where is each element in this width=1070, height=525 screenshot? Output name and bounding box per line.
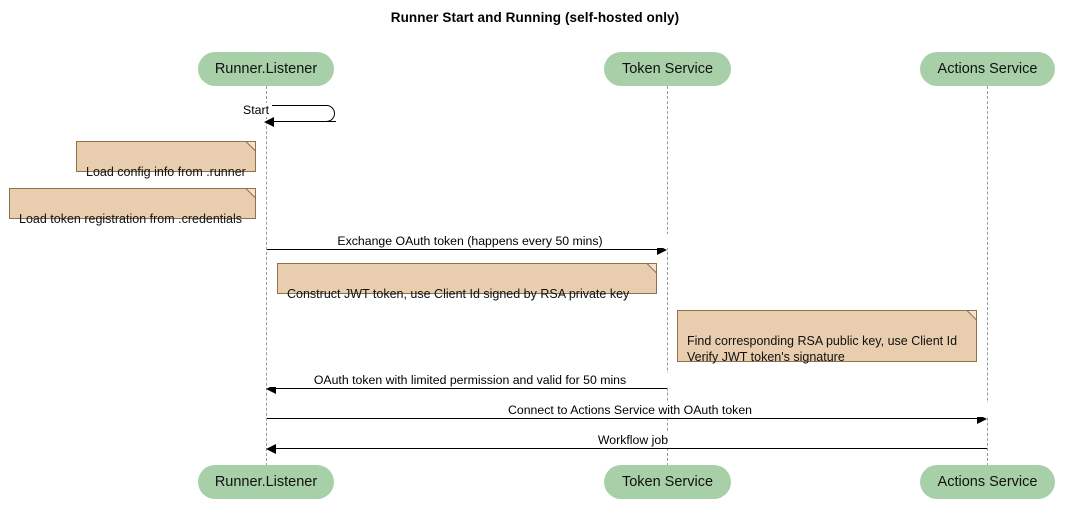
message-exchange-oauth-token-arrowhead: [657, 245, 667, 255]
message-workflow-job-arrowhead: [266, 444, 276, 454]
message-workflow-job-line: [276, 448, 987, 449]
participant-token-bottom[interactable]: Token Service: [604, 465, 731, 499]
message-connect-actions-service-arrowhead: [977, 414, 987, 424]
self-message-start-arrowhead: [264, 117, 274, 127]
participant-actions-bottom[interactable]: Actions Service: [920, 465, 1055, 499]
note-fold-diagonal-edge: [245, 141, 256, 152]
message-exchange-oauth-token-line: [267, 249, 657, 250]
message-connect-actions-service-label: Connect to Actions Service with OAuth to…: [267, 403, 993, 417]
note-load-token-registration: Load token registration from .credential…: [9, 188, 256, 226]
self-message-start-return-line: [272, 121, 336, 122]
message-workflow-job-label: Workflow job: [530, 433, 736, 447]
note-load-config-text: Load config info from .runner: [86, 165, 246, 179]
note-verify-jwt-text: Find corresponding RSA public key, use C…: [687, 334, 958, 364]
self-message-start-label: Start: [222, 103, 272, 117]
note-load-token-registration-text: Load token registration from .credential…: [19, 212, 243, 226]
participant-token-top[interactable]: Token Service: [604, 52, 731, 86]
participant-actions-top[interactable]: Actions Service: [920, 52, 1055, 86]
page-title: Runner Start and Running (self-hosted on…: [390, 10, 680, 25]
participant-runner-bottom[interactable]: Runner.Listener: [198, 465, 334, 499]
participant-runner-top[interactable]: Runner.Listener: [198, 52, 334, 86]
message-oauth-token-reply-line: [276, 388, 667, 389]
message-connect-actions-service-line: [267, 418, 977, 419]
note-verify-jwt: Find corresponding RSA public key, use C…: [677, 310, 977, 364]
note-construct-jwt: Construct JWT token, use Client Id signe…: [277, 263, 657, 301]
self-message-start-loop: [266, 105, 335, 122]
lifeline-runner: [266, 86, 267, 466]
note-fold-diagonal-edge: [966, 310, 977, 321]
message-exchange-oauth-token-label: Exchange OAuth token (happens every 50 m…: [267, 234, 673, 248]
message-oauth-token-reply-arrowhead: [266, 384, 276, 394]
lifeline-actions: [987, 86, 988, 466]
note-fold-diagonal-edge: [245, 188, 256, 199]
note-fold-diagonal-edge: [646, 263, 657, 274]
message-oauth-token-reply-label: OAuth token with limited permission and …: [267, 373, 673, 387]
note-construct-jwt-text: Construct JWT token, use Client Id signe…: [287, 287, 630, 301]
lifeline-token: [667, 86, 668, 466]
note-load-config: Load config info from .runner: [76, 141, 256, 179]
